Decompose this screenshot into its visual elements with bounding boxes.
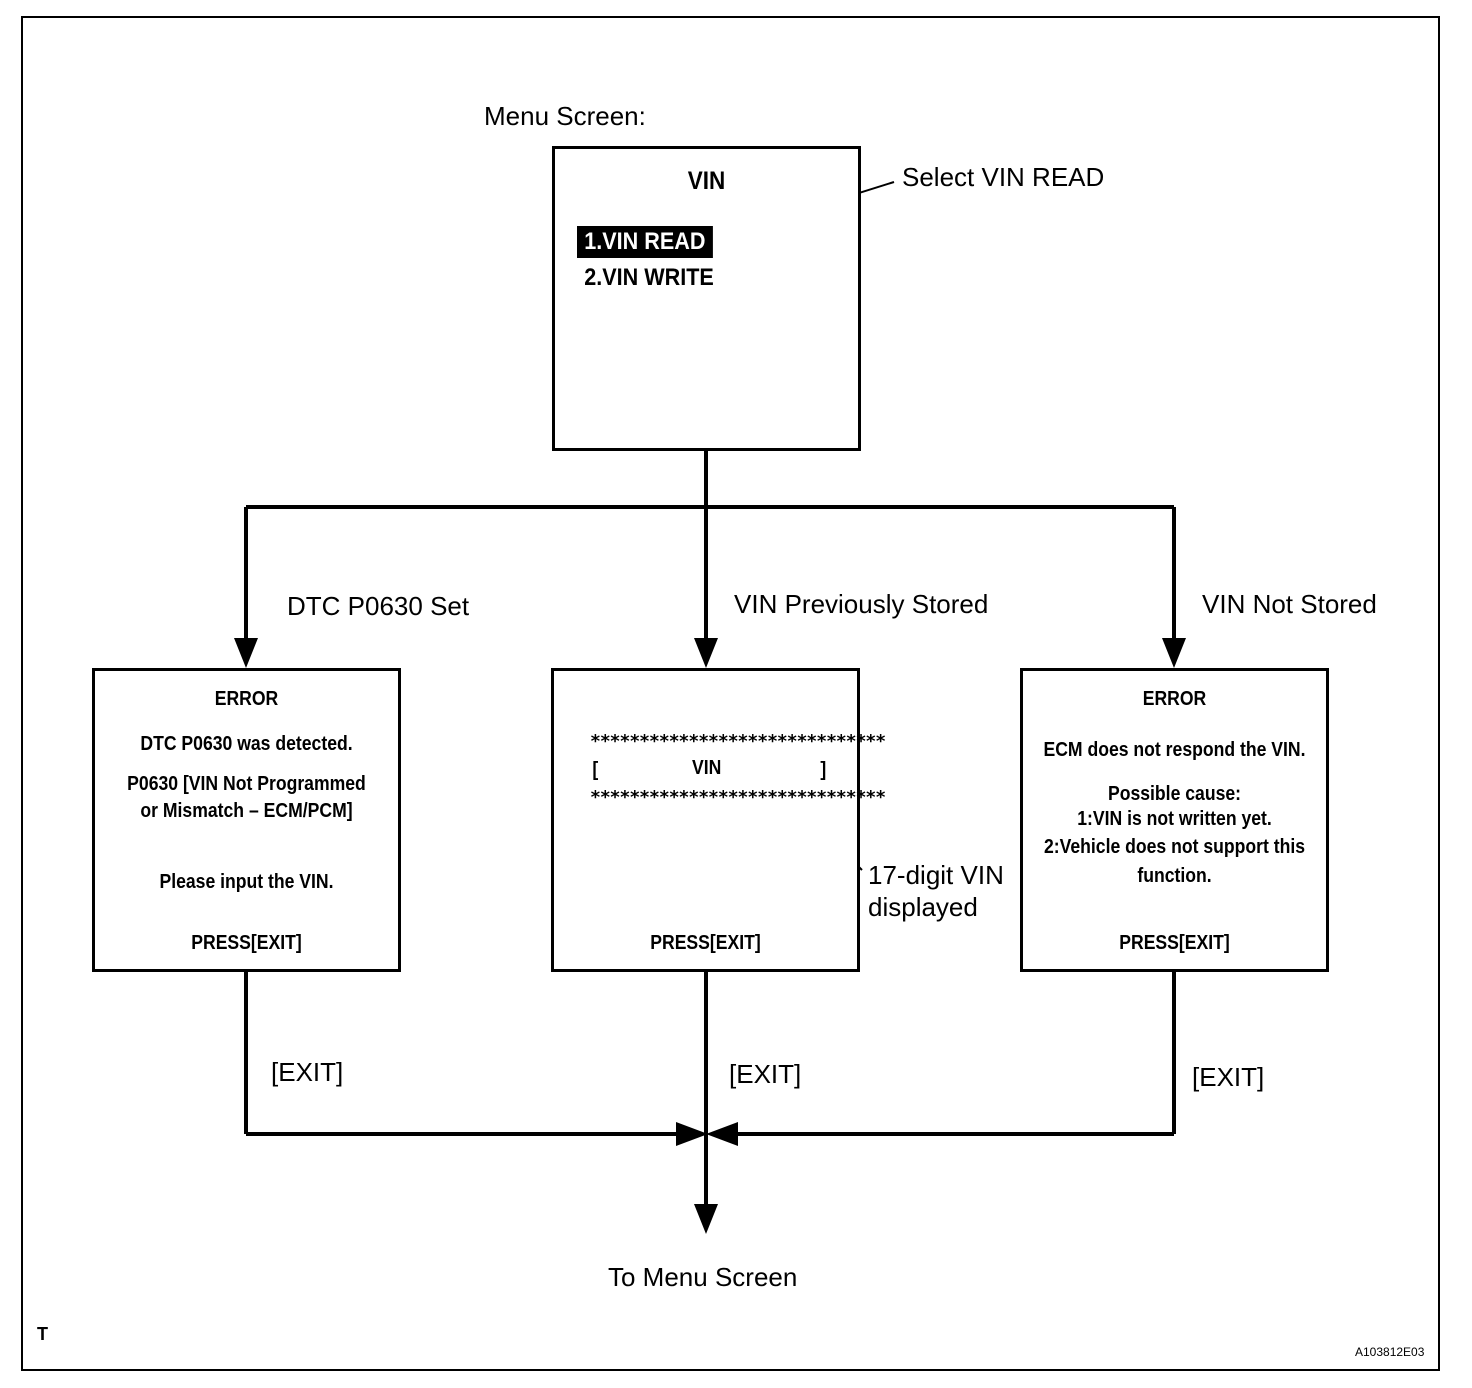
branch-label-left: DTC P0630 Set	[287, 591, 470, 621]
select-callout-label: Select VIN READ	[902, 162, 1105, 192]
menu-screen: VIN 1.VIN READ 2.VIN WRITE	[552, 146, 861, 451]
error-line: DTC P0630 was detected.	[140, 733, 353, 755]
error-line: function.	[1137, 865, 1212, 887]
exit-label-middle: [EXIT]	[729, 1059, 802, 1089]
exit-label-left: [EXIT]	[271, 1057, 344, 1087]
corner-mark: T	[37, 1324, 48, 1344]
vin-callout-line2: displayed	[868, 892, 978, 922]
error-line: Possible cause:	[1107, 783, 1242, 805]
vin-bracket-close: ]	[820, 759, 827, 781]
exit-label-right: [EXIT]	[1192, 1062, 1265, 1092]
error-line: 2:Vehicle does not support this	[1043, 836, 1306, 858]
merge-left-arrowhead	[676, 1122, 708, 1146]
to-menu-label: To Menu Screen	[608, 1262, 798, 1292]
vin-display-screen: ****************************** [ VIN ] *…	[551, 668, 886, 972]
error-title: ERROR	[214, 688, 279, 710]
menu-item-vin-read[interactable]: 1.VIN READ	[577, 226, 713, 258]
error-line: Please input the VIN.	[159, 871, 334, 893]
vin-callout-line1: 17-digit VIN	[868, 860, 1004, 890]
error-line: ECM does not respond the VIN.	[1043, 739, 1306, 761]
diagram-frame	[21, 16, 1440, 1371]
press-exit-text: PRESS[EXIT]	[650, 932, 761, 954]
branch-label-middle: VIN Previously Stored	[734, 589, 989, 619]
error-line: or Mismatch – ECM/PCM]	[140, 800, 353, 822]
middle-arrowhead	[694, 638, 718, 668]
menu-title: VIN	[687, 167, 726, 195]
menu-item-vin-write[interactable]: 2.VIN WRITE	[584, 264, 714, 291]
branch-label-right: VIN Not Stored	[1202, 589, 1377, 619]
press-exit-text: PRESS[EXIT]	[1119, 932, 1230, 954]
error-line: P0630 [VIN Not Programmed	[127, 773, 366, 795]
error-title: ERROR	[1142, 688, 1207, 710]
to-menu-arrowhead	[694, 1204, 718, 1234]
vin-bracket-open: [	[592, 759, 599, 781]
star-border-top: ******************************	[590, 731, 886, 752]
error-line: 1:VIN is not written yet.	[1077, 808, 1272, 830]
figure-id: A103812E03	[1355, 1345, 1425, 1359]
left-arrowhead	[234, 638, 258, 668]
star-border-bottom: ******************************	[590, 787, 886, 808]
menu-caption: Menu Screen:	[484, 101, 646, 131]
error-screen-not-stored: ERROR ECM does not respond the VIN. Poss…	[1020, 668, 1329, 972]
right-arrowhead	[1162, 638, 1186, 668]
vin-value: VIN	[692, 757, 722, 779]
press-exit-text: PRESS[EXIT]	[191, 932, 302, 954]
error-screen-dtc: ERROR DTC P0630 was detected. P0630 [VIN…	[92, 668, 401, 972]
merge-right-arrowhead	[706, 1122, 738, 1146]
